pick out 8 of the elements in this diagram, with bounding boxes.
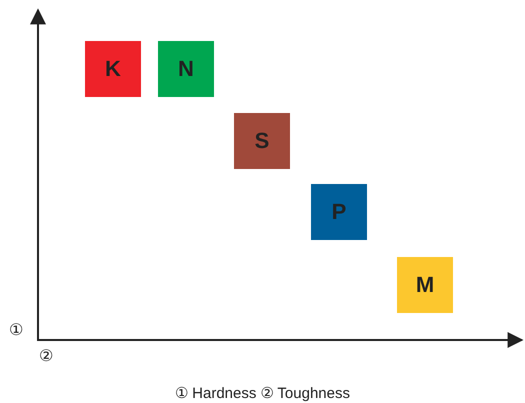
colored-square: K xyxy=(85,41,141,97)
axis-marker: ① xyxy=(9,322,23,340)
colored-square: M xyxy=(397,257,453,313)
colored-square: N xyxy=(158,41,214,97)
caption: ① Hardness ② Toughness xyxy=(175,384,350,402)
axis-marker: ② xyxy=(39,348,53,366)
colored-square: P xyxy=(311,184,367,240)
colored-square: S xyxy=(234,113,290,169)
